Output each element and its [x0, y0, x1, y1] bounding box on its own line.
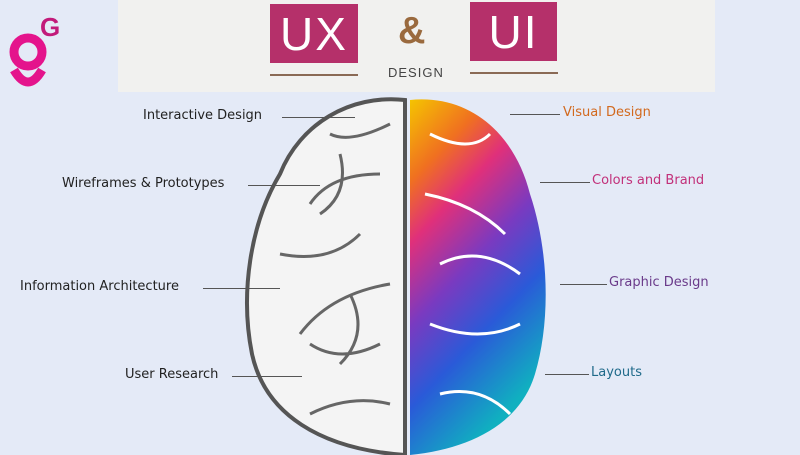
divider — [470, 72, 558, 74]
label-user-research: User Research — [125, 367, 219, 382]
ui-box: UI — [470, 2, 557, 61]
divider — [270, 74, 358, 76]
ui-brain-half — [410, 99, 546, 455]
connector-line — [545, 374, 589, 375]
logo: G — [6, 8, 66, 88]
connector-line — [248, 185, 320, 186]
label-layouts: Layouts — [591, 365, 642, 380]
label-interactive-design: Interactive Design — [143, 108, 263, 123]
title-banner — [118, 0, 715, 92]
ampersand: & — [398, 10, 426, 52]
label-wireframes-prototypes: Wireframes & Prototypes — [62, 176, 225, 191]
subtitle: DESIGN — [388, 65, 444, 80]
connector-line — [540, 182, 590, 183]
ux-brain-half — [245, 97, 407, 455]
connector-line — [282, 117, 355, 118]
svg-text:G: G — [40, 12, 60, 42]
label-visual-design: Visual Design — [563, 105, 651, 120]
label-graphic-design: Graphic Design — [609, 275, 709, 290]
connector-line — [203, 288, 280, 289]
connector-line — [560, 284, 607, 285]
label-information-architecture: Information Architecture — [20, 279, 179, 294]
label-colors-and-brand: Colors and Brand — [592, 173, 705, 188]
connector-line — [510, 114, 560, 115]
ux-box: UX — [270, 4, 358, 63]
brain-illustration — [245, 97, 546, 455]
connector-line — [232, 376, 302, 377]
